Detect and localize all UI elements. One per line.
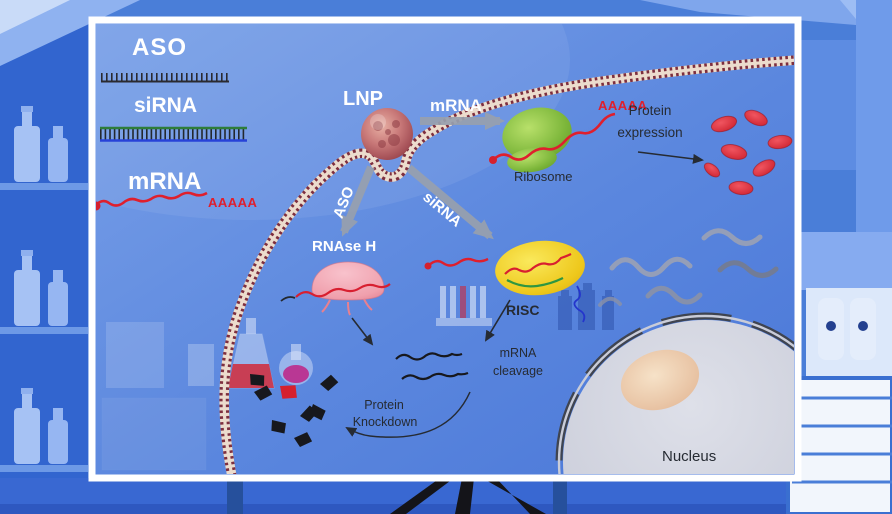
pathway-arrows <box>340 112 505 240</box>
ribosome-label: Ribosome <box>514 169 573 184</box>
lnp-particle <box>361 108 413 160</box>
degraded-protein-fragments <box>250 374 339 447</box>
endoplasmic-reticulum <box>598 228 779 307</box>
cleaved-mrna <box>395 352 469 381</box>
top-right-band <box>640 0 892 28</box>
plasma-membrane <box>219 55 794 474</box>
sirna-legend-label: siRNA <box>134 94 198 117</box>
mrna-cleavage-line1: mRNA <box>499 346 537 360</box>
faint-lab-props <box>102 283 614 470</box>
protein-expression-line2: expression <box>617 125 683 140</box>
mrna-legend-label: mRNA <box>128 168 202 195</box>
lab-bench <box>0 478 892 514</box>
protein-expression-arrow <box>637 151 704 164</box>
sirna-pathway-arrow <box>406 164 494 240</box>
rnaseh-cleavage-arrow <box>351 317 374 346</box>
left-shelf-column <box>0 0 88 514</box>
knockdown-arrow <box>345 391 471 438</box>
risc-complex <box>424 240 586 323</box>
mrna-cleavage-line2: cleavage <box>492 364 544 378</box>
lnp-label: LNP <box>343 88 383 110</box>
nucleus-label: Nucleus <box>662 448 717 465</box>
top-left-highlight <box>0 0 70 34</box>
nucleolus <box>620 349 700 411</box>
protein-knockdown-line1: Protein <box>364 398 404 412</box>
translating-mrna <box>492 112 616 161</box>
aso-legend-label: ASO <box>132 34 188 61</box>
rnase-h-label: RNAse H <box>312 238 377 255</box>
protein-expression-line1: Protein <box>628 103 672 118</box>
cabinet <box>786 376 892 514</box>
risc-label: RISC <box>506 302 540 318</box>
risc-cleavage-arrow <box>484 299 511 342</box>
ribosome-polya-label: AAAAA <box>598 98 648 113</box>
sirna-duplex <box>100 126 247 142</box>
aso-pathway-arrow <box>340 165 375 237</box>
rnase-h-complex <box>280 261 391 316</box>
mrna-polya-label: AAAAA <box>208 195 258 210</box>
protein-knockdown-line2: Knockdown <box>352 415 418 429</box>
aso-strand <box>101 73 229 83</box>
sirna-guide-strand <box>573 285 586 323</box>
tripod-legs <box>390 478 546 514</box>
cell-interior <box>96 24 794 474</box>
mrna-arrow-label: mRNA <box>430 96 482 115</box>
panel-frame <box>88 16 802 482</box>
protein-blobs <box>703 109 793 196</box>
nucleus <box>555 312 794 474</box>
ribosome <box>489 107 616 173</box>
mrna-strand <box>96 191 208 211</box>
